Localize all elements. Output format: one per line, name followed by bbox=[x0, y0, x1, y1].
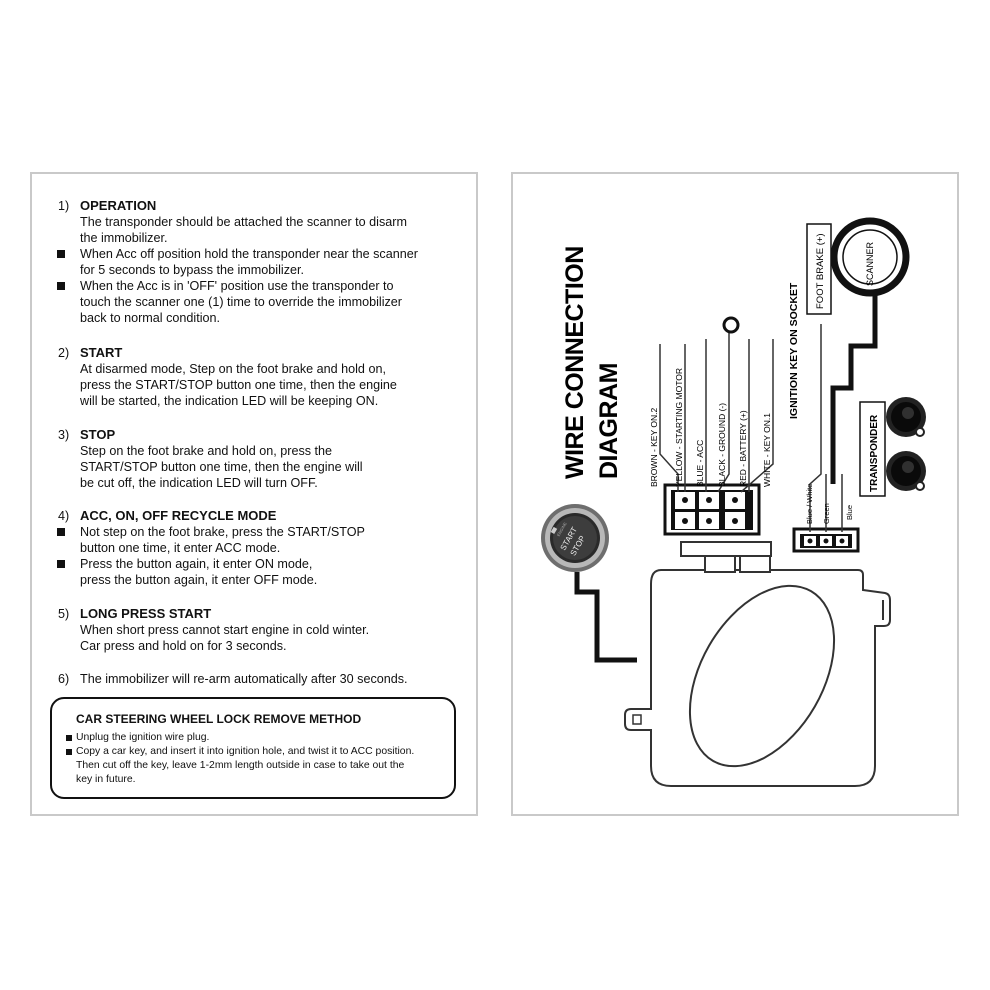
lock-line: Unplug the ignition wire plug. bbox=[76, 732, 210, 743]
instruction-line: be cut off, the indication LED will turn… bbox=[80, 476, 318, 490]
scanner-ring: SCANNER bbox=[830, 217, 910, 297]
instruction-line: button one time, it enter ACC mode. bbox=[80, 541, 281, 555]
instruction-line: Car press and hold on for 3 seconds. bbox=[80, 639, 287, 653]
instruction-line: Press the button again, it enter ON mode… bbox=[80, 557, 313, 571]
scanner-label: SCANNER bbox=[865, 241, 875, 286]
socket-wire-labels: Blue / White Green Blue bbox=[805, 484, 854, 524]
transponder-label-box: TRANSPONDER bbox=[859, 401, 886, 497]
wiring-diagram: WIRE CONNECTION DIAGRAM bbox=[541, 217, 926, 787]
ignition-socket-label: IGNITION KEY ON SOCKET bbox=[788, 282, 800, 419]
instruction-line: The immobilizer will re-arm automaticall… bbox=[80, 672, 408, 686]
section-number: 6) bbox=[58, 672, 70, 686]
section-heading: LONG PRESS START bbox=[80, 606, 212, 621]
bullet-square-icon bbox=[57, 560, 65, 568]
button-cable bbox=[574, 572, 637, 663]
foot-brake-label-box: FOOT BRAKE (+) bbox=[806, 223, 832, 315]
transponder-label: TRANSPONDER bbox=[869, 414, 880, 492]
instruction-line: When Acc off position hold the transpond… bbox=[80, 247, 418, 261]
start-stop-button: START STOP ENGINE bbox=[541, 504, 609, 572]
diagram-title-line2: DIAGRAM bbox=[595, 363, 623, 479]
lock-line: Copy a car key, and insert it into ignit… bbox=[76, 746, 415, 757]
wire-label-white: WHITE - KEY ON.1 bbox=[762, 413, 772, 487]
diagram-title-line1: WIRE CONNECTION bbox=[561, 246, 589, 479]
instruction-line: START/STOP button one time, then the eng… bbox=[80, 460, 363, 474]
lock-line: key in future. bbox=[76, 774, 136, 785]
section-heading: ACC, ON, OFF RECYCLE MODE bbox=[80, 508, 277, 523]
instruction-line: back to normal condition. bbox=[80, 311, 221, 325]
instruction-line: for 5 seconds to bypass the immobilizer. bbox=[80, 263, 304, 277]
instruction-line: When the Acc is in 'OFF' position use th… bbox=[80, 279, 394, 293]
wire-label-yellow: YELLOW - STARTING MOTOR bbox=[674, 368, 684, 487]
scanner-cable bbox=[830, 293, 878, 484]
instruction-line: When short press cannot start engine in … bbox=[80, 623, 370, 637]
instruction-line: touch the scanner one (1) time to overri… bbox=[80, 295, 402, 309]
wire-label-red: RED - BATTERY (+) bbox=[738, 410, 748, 487]
transponder-fob-icon bbox=[886, 451, 926, 491]
section-number: 3) bbox=[58, 428, 70, 442]
instruction-line: Step on the foot brake and hold on, pres… bbox=[80, 444, 333, 458]
socket-label-green: Green bbox=[822, 503, 831, 524]
bullet-square-icon bbox=[57, 528, 65, 536]
section-number: 4) bbox=[58, 509, 70, 523]
lock-remove-title: CAR STEERING WHEEL LOCK REMOVE METHOD bbox=[76, 712, 362, 726]
instruction-line: press the button again, it enter OFF mod… bbox=[80, 573, 318, 587]
instruction-line: press the START/STOP button one time, th… bbox=[80, 378, 397, 392]
ignition-socket-connector bbox=[792, 527, 860, 553]
bullet-square-icon bbox=[66, 749, 72, 755]
instructions-card: 1) OPERATION The transponder should be a… bbox=[30, 172, 478, 816]
socket-wires bbox=[809, 324, 843, 532]
section-heading: STOP bbox=[80, 427, 116, 442]
wire-label-black: BLACK - GROUND (-) bbox=[717, 403, 727, 487]
lock-line: Then cut off the key, leave 1-2mm length… bbox=[76, 760, 405, 771]
section-heading: START bbox=[80, 345, 123, 360]
socket-label-blue-white: Blue / White bbox=[805, 484, 814, 524]
instruction-line: will be started, the indication LED will… bbox=[80, 394, 379, 408]
bullet-square-icon bbox=[57, 250, 65, 258]
wire-label-brown: BROWN - KEY ON.2 bbox=[649, 408, 659, 487]
transponder-fob-icon bbox=[886, 397, 926, 437]
bullet-square-icon bbox=[66, 735, 72, 741]
immobilizer-module bbox=[624, 541, 891, 787]
instruction-line: Not step on the foot brake, press the ST… bbox=[80, 525, 365, 539]
section-heading: OPERATION bbox=[80, 198, 157, 213]
bullet-square-icon bbox=[57, 282, 65, 290]
socket-label-blue: Blue bbox=[845, 505, 854, 520]
section-number: 5) bbox=[58, 607, 70, 621]
section-number: 1) bbox=[58, 199, 70, 213]
wire-label-blue: BLUE - ACC bbox=[695, 440, 705, 487]
connector-wires bbox=[659, 324, 774, 493]
foot-brake-label: FOOT BRAKE (+) bbox=[815, 233, 826, 309]
lock-remove-box: CAR STEERING WHEEL LOCK REMOVE METHOD Un… bbox=[50, 697, 456, 799]
instruction-line: At disarmed mode, Step on the foot brake… bbox=[80, 362, 386, 376]
instruction-line: the immobilizer. bbox=[80, 231, 168, 245]
ring-terminal-icon bbox=[722, 316, 740, 334]
section-number: 2) bbox=[58, 346, 70, 360]
wiring-diagram-card: WIRE CONNECTION DIAGRAM bbox=[511, 172, 959, 816]
wire-labels: BROWN - KEY ON.2 YELLOW - STARTING MOTOR… bbox=[649, 368, 772, 487]
six-pin-connector bbox=[663, 483, 761, 536]
instruction-line: The transponder should be attached the s… bbox=[80, 215, 407, 229]
